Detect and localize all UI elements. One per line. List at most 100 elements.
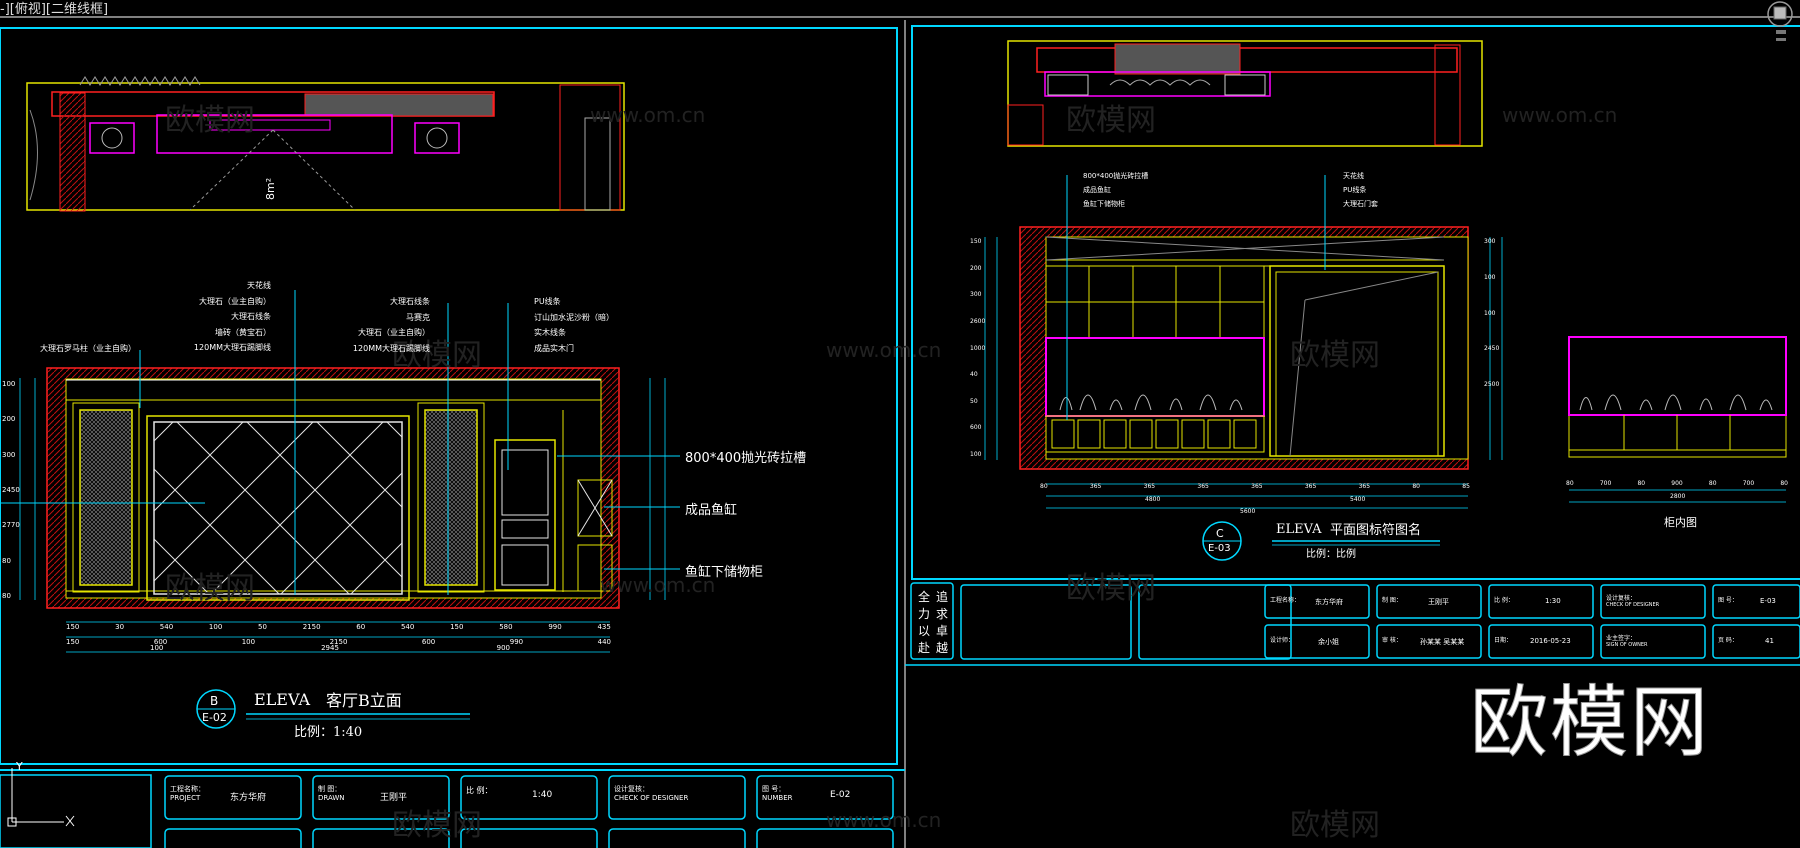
watermark-logo-big: 欧模网 bbox=[1469, 678, 1710, 769]
dim: 100 bbox=[1484, 309, 1496, 317]
left-tb-project-value: 东方华府 bbox=[230, 793, 267, 803]
tb-label: 工程名称： bbox=[170, 785, 205, 793]
right-tb-review-label: 审 核： bbox=[1382, 637, 1402, 644]
left-elevation-view bbox=[0, 290, 680, 653]
right-tb-date-value: 2016-05-23 bbox=[1530, 637, 1571, 645]
dim: 300 bbox=[970, 291, 982, 299]
dim: 200 bbox=[2, 415, 16, 424]
left-title-symbol bbox=[196, 689, 470, 729]
dim: 100 bbox=[2, 380, 16, 388]
dim: 365 bbox=[1358, 483, 1371, 490]
tb-label-en: PROJECT bbox=[170, 794, 201, 802]
plan-area-note: 8m² bbox=[264, 178, 277, 200]
watermark-url-1: www.om.cn bbox=[590, 103, 706, 127]
right-dim-total-c: 5600 bbox=[1240, 508, 1256, 515]
slogan-char: 全 bbox=[917, 590, 930, 604]
dim: 100 bbox=[241, 638, 256, 646]
dim: 700 bbox=[1599, 480, 1612, 487]
detail-caption: 柜内图 bbox=[1664, 516, 1697, 529]
viewport-label[interactable]: -][俯视][二维线框] bbox=[0, 2, 109, 17]
right-tb-date-label: 日期： bbox=[1494, 637, 1513, 644]
callout: 120MM大理石踢脚线 bbox=[352, 343, 430, 353]
dim: 100 bbox=[970, 451, 982, 458]
right-bubble-code: E-03 bbox=[1208, 543, 1231, 554]
left-plan-view: 8m² bbox=[26, 76, 625, 212]
dim: 300 bbox=[1484, 238, 1496, 245]
right-tb-project-label: 工程名称： bbox=[1270, 597, 1301, 604]
dim: 300 bbox=[2, 450, 16, 459]
dim: 365 bbox=[1304, 483, 1317, 490]
right-plan-view bbox=[1007, 40, 1483, 147]
dim: 2770 bbox=[2, 521, 20, 530]
dim: 900 bbox=[1671, 480, 1683, 487]
tb-label-en: DRAWN bbox=[318, 794, 345, 802]
left-tb-sheet-value: E-02 bbox=[830, 790, 851, 800]
dim: 365 bbox=[1251, 483, 1263, 490]
dim: 540 bbox=[400, 623, 415, 631]
slogan-char: 赴 bbox=[917, 641, 930, 655]
callout: PU线条 bbox=[1343, 186, 1367, 194]
dim: 435 bbox=[597, 623, 611, 631]
callout: 大理石线条 bbox=[390, 297, 430, 306]
right-tb-owner-label: 业主签字： bbox=[1606, 635, 1637, 642]
slogan-char: 追 bbox=[935, 590, 948, 604]
dim: 100 bbox=[208, 623, 223, 631]
dim: 2150 bbox=[302, 623, 321, 631]
watermark-url-7: www.om.cn bbox=[826, 808, 942, 832]
dim: 85 bbox=[1462, 483, 1470, 490]
left-bubble-code: E-02 bbox=[202, 711, 227, 724]
left-callouts-col1: 天花线 大理石（业主自购） 大理石线条 墙砖（黄宝石） 120MM大理石踢脚线 bbox=[175, 278, 271, 356]
watermark-cn-7: 欧模网 bbox=[392, 808, 482, 843]
ucs-icon: Y bbox=[7, 760, 75, 827]
slogan-char: 求 bbox=[935, 607, 948, 621]
watermark-cn-4: 欧模网 bbox=[1066, 103, 1156, 138]
right-tb-review-value: 孙某某 吴某某 bbox=[1420, 638, 1465, 646]
right-title-en: ELEVA bbox=[1276, 522, 1322, 537]
right-sheet bbox=[905, 25, 1800, 666]
right-tb-drawn-value: 王刚平 bbox=[1428, 598, 1449, 606]
right-tb-project-value: 东方华府 bbox=[1315, 598, 1343, 606]
callout: 大理石（业主自购） bbox=[199, 296, 271, 306]
left-title-cn: 客厅B立面 bbox=[326, 691, 402, 710]
callout: 订山加水泥沙粉（暗） bbox=[534, 312, 614, 322]
watermark-cn-2: 欧模网 bbox=[392, 338, 482, 373]
tb-label-en: NUMBER bbox=[762, 794, 793, 802]
right-bubble-letter: C bbox=[1216, 527, 1224, 540]
callout: 成品鱼缸 bbox=[1083, 186, 1111, 194]
dim: 700 bbox=[1742, 480, 1755, 487]
dim: 2450 bbox=[1484, 345, 1500, 353]
callout: 大理石门套 bbox=[1343, 200, 1378, 208]
left-tb-drawn: 制 图： DRAWN bbox=[318, 785, 345, 803]
watermark-cn-1: 欧模网 bbox=[165, 103, 255, 138]
dim: 2600 bbox=[970, 317, 986, 325]
right-tb-owner-label-en: SIGN OF OWNER bbox=[1606, 642, 1648, 648]
dim: 2945 bbox=[321, 644, 339, 652]
callout-pillar: 大理石罗马柱（业主自购） bbox=[40, 344, 136, 353]
callout: 墙砖（黄宝石） bbox=[215, 327, 271, 337]
dim: 365 bbox=[1089, 483, 1102, 490]
right-scale: 比例：比例 bbox=[1306, 549, 1356, 560]
right-dim-total-a: 4800 bbox=[1145, 496, 1161, 503]
right-sheet-frame bbox=[911, 25, 1800, 580]
dim: 2500 bbox=[1484, 381, 1500, 388]
right-tb-company-label: 设计师： bbox=[1270, 637, 1295, 644]
dim: 540 bbox=[159, 623, 174, 631]
callout: 天花线 bbox=[1343, 172, 1364, 180]
right-detail-view bbox=[1568, 336, 1787, 503]
left-sheet: 8m² bbox=[0, 27, 905, 848]
dim: 60 bbox=[356, 623, 366, 631]
left-sheet-frame bbox=[0, 27, 898, 765]
viewcube-icon[interactable] bbox=[1766, 0, 1794, 44]
label-tiles: 800*400抛光砖拉槽 bbox=[685, 451, 807, 466]
dim: 150 bbox=[66, 638, 80, 646]
dim: 900 bbox=[496, 644, 510, 652]
right-tb-sheet-value: E-03 bbox=[1760, 597, 1776, 605]
right-detail-dim-total: 2800 bbox=[1670, 493, 1686, 500]
dim: 440 bbox=[597, 638, 611, 646]
callout: 120MM大理石踢脚线 bbox=[193, 343, 271, 352]
right-callouts-left: 800*400抛光砖拉槽 成品鱼缸 鱼缸下储物柜 bbox=[1083, 169, 1148, 211]
tb-label-en: CHECK OF DESIGNER bbox=[614, 794, 689, 802]
dim: 600 bbox=[421, 638, 436, 646]
